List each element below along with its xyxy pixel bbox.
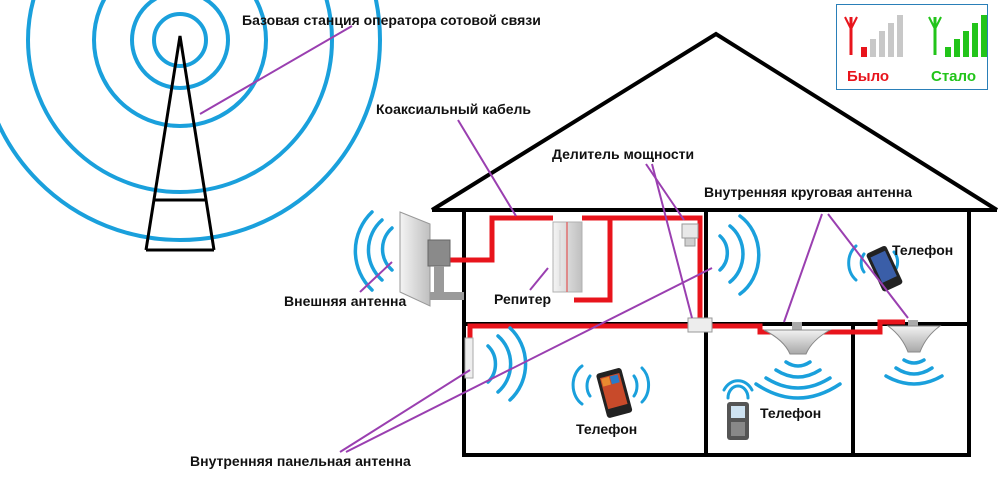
smartphone-icon-lower [596, 368, 633, 418]
signal-bar [897, 15, 903, 57]
smartphone-icon [866, 245, 903, 292]
label-external-antenna: Внешняя антенна [284, 293, 407, 309]
antenna-stroke [934, 16, 942, 30]
signal-bar [888, 23, 894, 57]
label-phone-lower-left: Телефон [576, 421, 637, 437]
panel-antenna-icon [399, 211, 464, 307]
phone-lower-left-waves [571, 364, 651, 406]
phone-feature-waves [722, 379, 754, 400]
tower-signal-waves [0, 0, 382, 242]
signal-before-group: Было [844, 15, 903, 85]
signal-before-bars [861, 15, 903, 57]
label-phone-feature: Телефон [760, 405, 821, 421]
label-power-divider: Делитель мощности [552, 146, 694, 162]
upper-room-waves [718, 214, 761, 296]
legend-before-label: Было [847, 68, 889, 85]
signal-bar [954, 39, 960, 57]
antenna-before-icon [844, 16, 858, 55]
signal-bar [870, 39, 876, 57]
label-indoor-panel-antenna: Внутренняя панельная антенна [190, 453, 411, 469]
signal-bar [945, 47, 951, 57]
pointer-lines [199, 25, 909, 453]
dome-antenna-waves-2 [884, 358, 944, 386]
label-indoor-round-antenna: Внутренняя круговая антенна [704, 184, 912, 200]
dome-antenna-icon [763, 322, 832, 355]
label-coax-cable: Коаксиальный кабель [376, 101, 531, 117]
label-base-station: Базовая станция оператора сотовой связи [242, 12, 541, 28]
signal-legend: Было Стало [836, 4, 988, 90]
repeater-icon [552, 221, 583, 293]
signal-bar [879, 31, 885, 57]
signal-after-bars [945, 15, 987, 57]
splitter-icon [681, 223, 699, 247]
splitter-icon-lower [687, 317, 713, 333]
antenna-after-icon [928, 16, 942, 55]
signal-legend-graphic: Было Стало [844, 15, 987, 85]
indoor-panel-antenna-icon [464, 337, 474, 379]
feature-phone-icon [727, 402, 749, 440]
signal-bar [963, 31, 969, 57]
label-phone-top-right: Телефон [892, 242, 953, 258]
dome-antenna-icon-2 [886, 320, 942, 353]
label-repeater: Репитер [494, 291, 551, 307]
antenna-stroke [850, 16, 858, 30]
dome-antenna-waves [754, 360, 842, 400]
antenna-stroke [844, 16, 852, 30]
coax-cable [448, 215, 905, 346]
signal-bar [861, 47, 867, 57]
signal-after-group: Стало [928, 15, 987, 85]
legend-after-label: Стало [931, 68, 976, 85]
signal-bar [972, 23, 978, 57]
antenna-stroke [928, 16, 936, 30]
house-outline [430, 31, 999, 457]
cell-tower-icon [144, 35, 216, 252]
signal-bar [981, 15, 987, 57]
